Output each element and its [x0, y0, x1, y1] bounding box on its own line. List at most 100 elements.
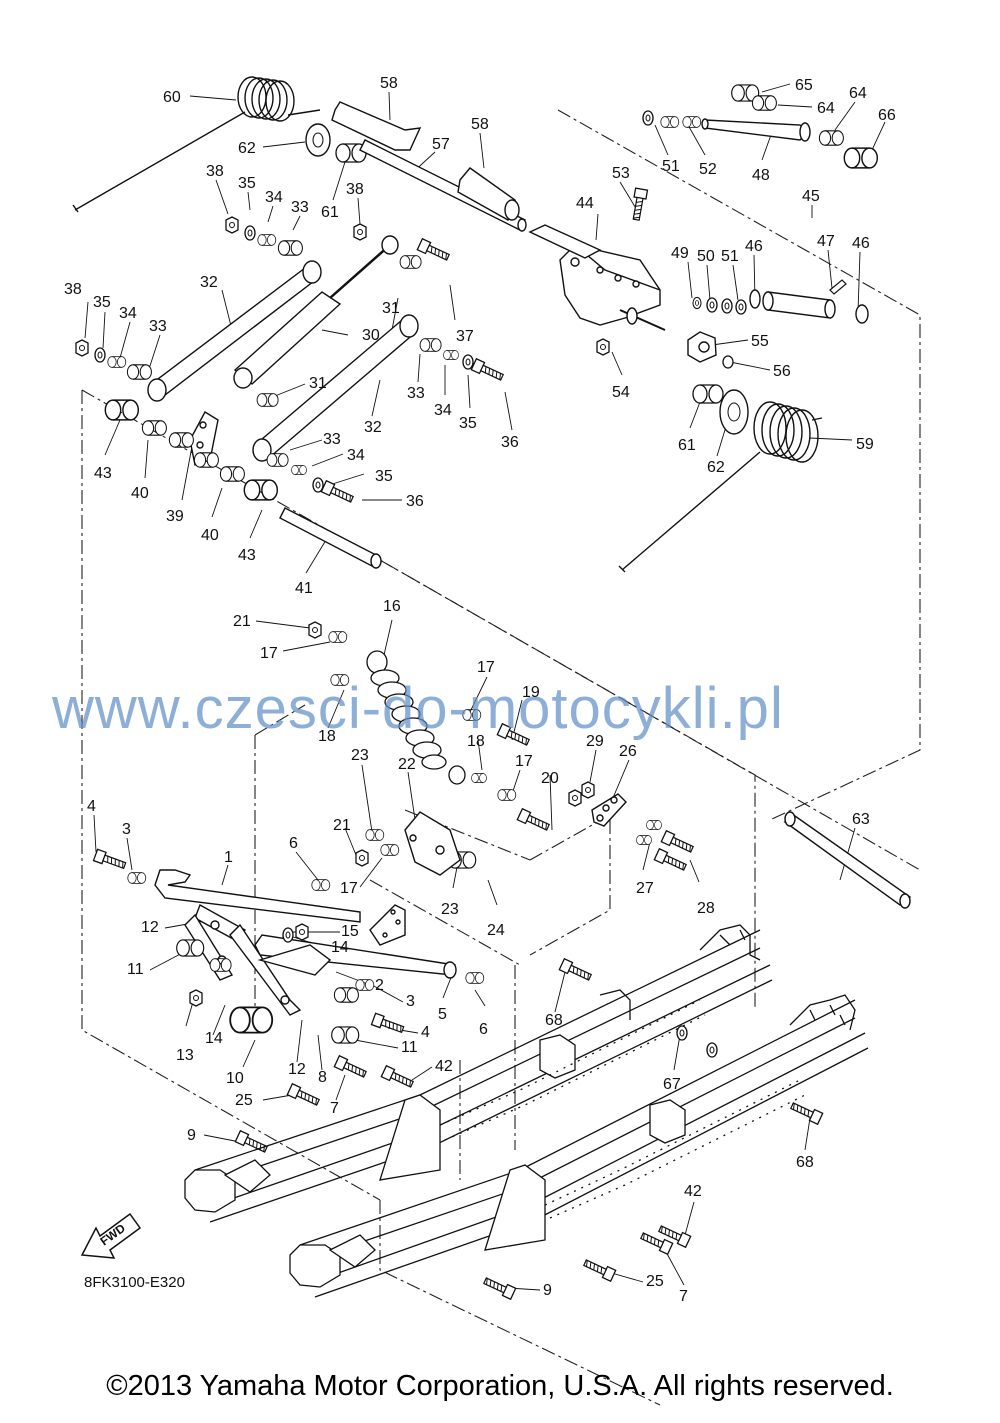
callout-23: 23 — [351, 747, 369, 764]
callout-66: 66 — [878, 107, 896, 124]
callout-51: 51 — [662, 158, 680, 175]
callout-33: 33 — [407, 385, 425, 402]
bracket-22 — [404, 811, 461, 876]
callout-68: 68 — [545, 1012, 563, 1029]
callout-9: 9 — [187, 1127, 196, 1144]
copyright-notice: ©2013 Yamaha Motor Corporation, U.S.A. A… — [106, 1370, 894, 1402]
callout-20: 20 — [541, 770, 559, 787]
callout-25: 25 — [646, 1273, 664, 1290]
callout-50: 50 — [697, 248, 715, 265]
callout-32: 32 — [364, 419, 382, 436]
callout-58: 58 — [380, 75, 398, 92]
callout-42: 42 — [684, 1183, 702, 1200]
bushing-61-right — [692, 384, 724, 404]
callout-54: 54 — [612, 384, 630, 401]
callout-46: 46 — [852, 235, 870, 252]
callout-21: 21 — [233, 613, 251, 630]
callout-18: 18 — [467, 733, 485, 750]
callout-45: 45 — [802, 188, 820, 205]
shock-absorber-16 — [366, 650, 466, 785]
callout-17: 17 — [260, 645, 278, 662]
callout-35: 35 — [238, 175, 256, 192]
spring-right — [618, 401, 823, 573]
callout-36: 36 — [406, 493, 424, 510]
callout-4: 4 — [421, 1024, 430, 1041]
callout-3: 3 — [406, 993, 415, 1010]
callout-58: 58 — [471, 116, 489, 133]
callout-47: 47 — [817, 233, 835, 250]
callout-labels: 60 58 58 65 64 64 66 62 57 51 52 48 38 3… — [64, 75, 896, 1305]
callout-12: 12 — [141, 919, 159, 936]
callout-5: 5 — [438, 1006, 447, 1023]
callout-23: 23 — [441, 901, 459, 918]
hardware-upper — [75, 216, 506, 506]
callout-24: 24 — [487, 922, 505, 939]
callout-68: 68 — [796, 1154, 814, 1171]
callout-42: 42 — [435, 1058, 453, 1075]
callout-37: 37 — [456, 328, 474, 345]
callout-11: 11 — [127, 961, 144, 978]
callout-53: 53 — [612, 165, 630, 182]
rod-41 — [279, 507, 382, 569]
shock-30 — [233, 235, 399, 389]
callout-33: 33 — [323, 431, 341, 448]
callout-38: 38 — [64, 281, 82, 298]
callout-34: 34 — [119, 305, 137, 322]
arm-32-lower — [252, 314, 419, 462]
callout-51: 51 — [721, 248, 739, 265]
callout-52: 52 — [699, 161, 717, 178]
callout-11: 11 — [401, 1039, 418, 1056]
callout-59: 59 — [856, 436, 874, 453]
callout-30: 30 — [362, 327, 380, 344]
slide-rail-left — [184, 924, 773, 1223]
callout-1: 1 — [224, 849, 233, 866]
collar-62-left — [305, 123, 331, 157]
callout-49: 49 — [671, 245, 689, 262]
axle-48 — [701, 118, 811, 142]
callout-44: 44 — [576, 195, 594, 212]
arm-32-upper — [147, 260, 322, 402]
drawing-code: 8FK3100-E320 — [84, 1274, 185, 1291]
callout-2: 2 — [375, 977, 384, 994]
callout-9: 9 — [543, 1282, 552, 1299]
callout-61: 61 — [321, 204, 339, 221]
callout-39: 39 — [166, 508, 184, 525]
callout-14: 14 — [205, 1030, 223, 1047]
callout-22: 22 — [398, 756, 416, 773]
watermark: www.czesci-do-motocykli.pl — [51, 676, 784, 741]
callout-62: 62 — [707, 459, 725, 476]
callout-7: 7 — [679, 1288, 688, 1305]
callout-63: 63 — [852, 811, 870, 828]
spacer-45 — [749, 289, 869, 324]
shaft-63 — [783, 811, 912, 909]
callout-13: 13 — [176, 1047, 194, 1064]
grease-nipple-47 — [829, 279, 847, 295]
callout-15: 15 — [341, 923, 359, 940]
front-arm-1 — [154, 869, 361, 1016]
callout-21: 21 — [333, 817, 351, 834]
clip-56 — [722, 355, 734, 369]
callout-10: 10 — [226, 1070, 244, 1087]
callout-65: 65 — [795, 77, 813, 94]
callout-33: 33 — [291, 199, 309, 216]
callout-64: 64 — [849, 85, 867, 102]
callout-48: 48 — [752, 167, 770, 184]
callout-29: 29 — [586, 733, 604, 750]
callout-6: 6 — [289, 835, 298, 852]
callout-43: 43 — [238, 547, 256, 564]
callout-32: 32 — [200, 274, 218, 291]
callout-4: 4 — [87, 798, 96, 815]
callout-46: 46 — [745, 238, 763, 255]
callout-61: 61 — [678, 437, 696, 454]
bracket-15-plate — [369, 904, 406, 946]
callout-34: 34 — [265, 189, 283, 206]
callout-25: 25 — [235, 1092, 253, 1109]
callout-16: 16 — [383, 598, 401, 615]
guard-58-a — [331, 101, 422, 151]
spring-left — [72, 76, 321, 213]
callout-67: 67 — [663, 1076, 681, 1093]
callout-19: 19 — [522, 684, 540, 701]
collar-62-right — [719, 389, 749, 435]
callout-14: 14 — [331, 939, 349, 956]
